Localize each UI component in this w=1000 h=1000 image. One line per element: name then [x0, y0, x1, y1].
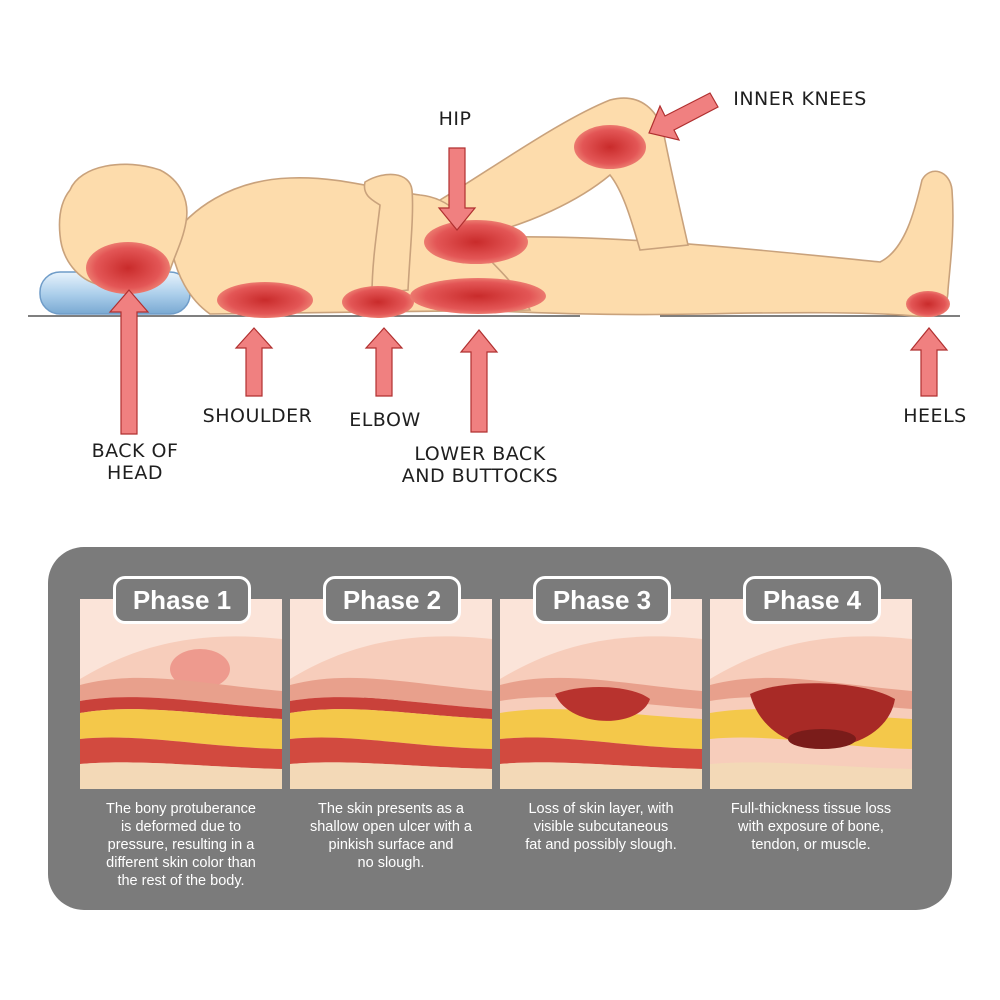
phase-card-1: Phase 1 The bony protuberance is deforme… [80, 547, 282, 910]
pressure-zone-inner-knees [574, 125, 646, 169]
label-back-of-head: BACK OF HEAD [91, 440, 179, 484]
phase-3-description: Loss of skin layer, with visible subcuta… [525, 801, 677, 853]
body-pressure-diagram [28, 92, 960, 435]
phase-4-description: Full-thickness tissue loss with exposure… [730, 801, 892, 853]
phase-card-3: Phase 3 Loss of skin layer, with visible… [500, 547, 702, 910]
pressure-zone-hip [424, 220, 528, 264]
phase-3-title: Phase 3 [533, 576, 671, 624]
pressure-zone-buttocks [410, 278, 546, 314]
phase-1-title: Phase 1 [113, 576, 251, 624]
label-shoulder: SHOULDER [202, 405, 313, 427]
label-hip: HIP [438, 108, 472, 130]
phase-4-illustration [710, 599, 912, 789]
pressure-zone-heels [906, 291, 950, 317]
phase-2-illustration [290, 599, 492, 789]
label-heels: HEELS [903, 405, 967, 427]
phase-card-2: Phase 2 The skin presents as a shallow o… [290, 547, 492, 910]
phase-4-title: Phase 4 [743, 576, 881, 624]
arm [363, 173, 414, 295]
phase-1-illustration [80, 599, 282, 789]
phases-panel: Phase 1 The bony protuberance is deforme… [48, 547, 952, 910]
label-lower-back-buttocks: LOWER BACK AND BUTTOCKS [401, 443, 559, 487]
phase-2-title: Phase 2 [323, 576, 461, 624]
straight-leg [469, 170, 954, 318]
label-elbow: ELBOW [349, 409, 421, 431]
phase-card-4: Phase 4 Full-thickness tissue loss with … [710, 547, 912, 910]
torso [169, 177, 532, 315]
pressure-zone-shoulder [217, 282, 313, 318]
phase-3-illustration [500, 599, 702, 789]
label-inner-knees: INNER KNEES [733, 88, 867, 110]
arrow-icon [108, 92, 949, 435]
pressure-zone-head [86, 242, 170, 294]
pressure-zone-elbow [342, 286, 414, 318]
phase-2-description: The skin presents as a shallow open ulce… [309, 801, 472, 871]
phase-1-description: The bony protuberance is deformed due to… [106, 801, 256, 889]
